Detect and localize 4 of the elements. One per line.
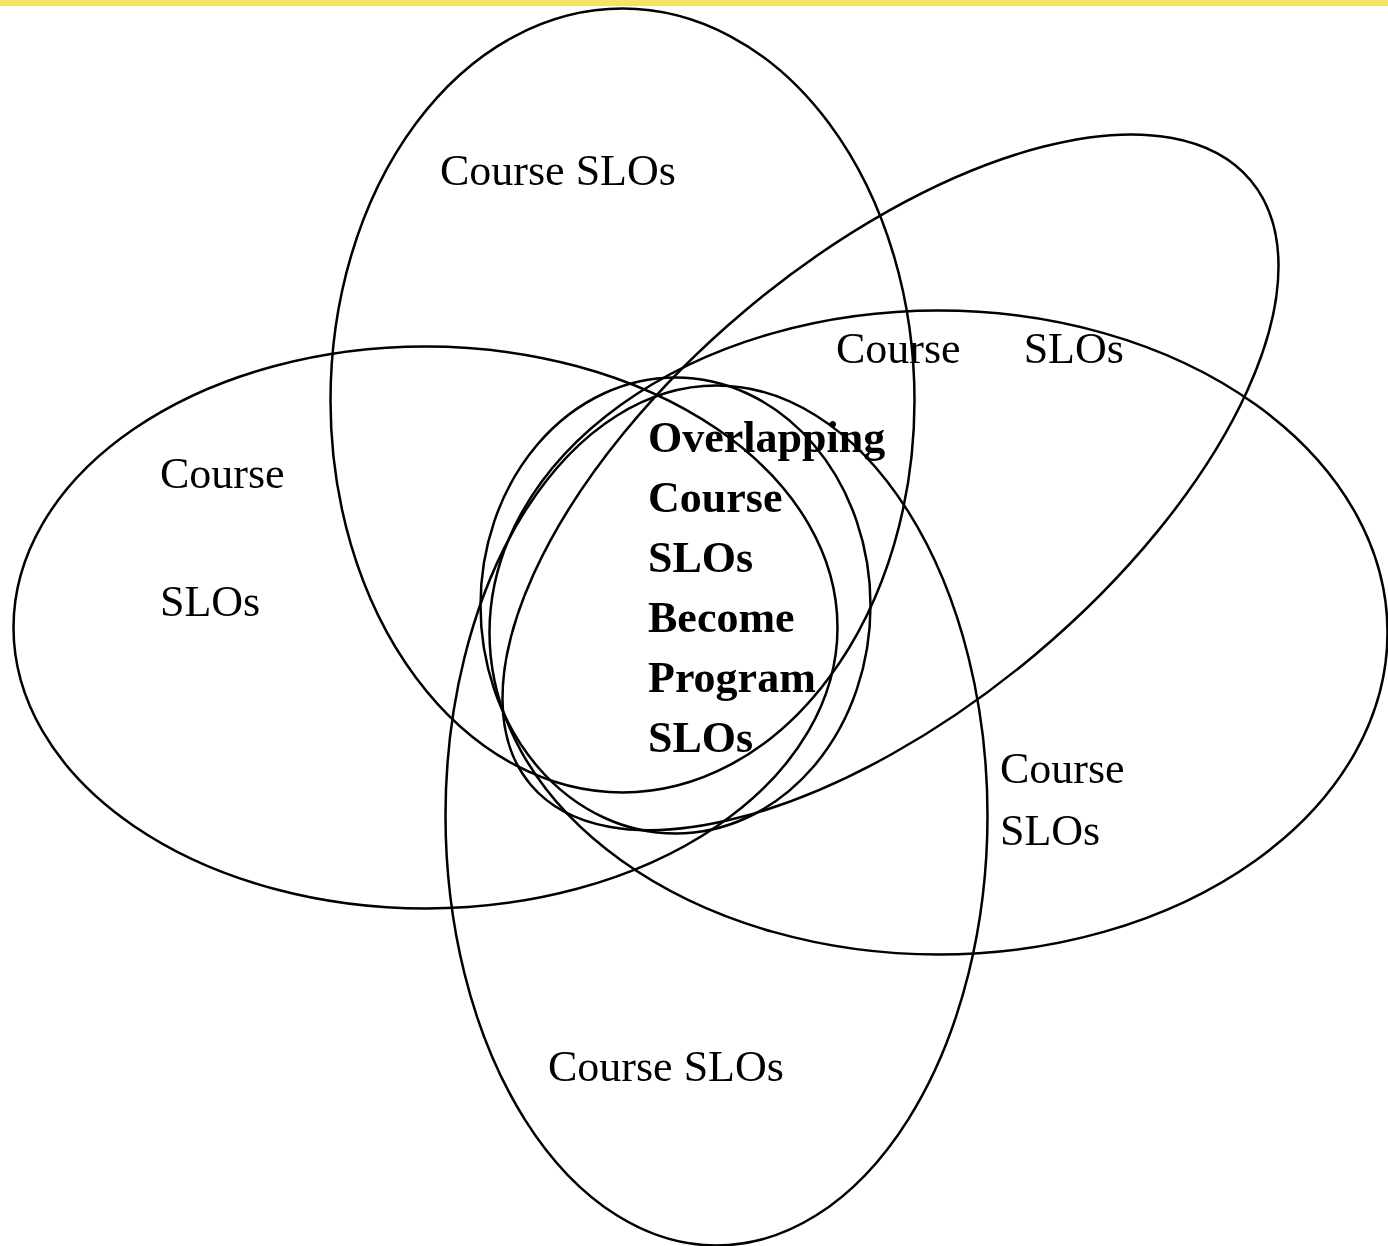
venn-label: Course SLOs <box>548 1041 785 1093</box>
venn-label: Course SLOs <box>440 145 677 197</box>
venn-label: Course SLOs <box>1000 743 1126 857</box>
venn-label: Course SLOs <box>160 448 286 628</box>
